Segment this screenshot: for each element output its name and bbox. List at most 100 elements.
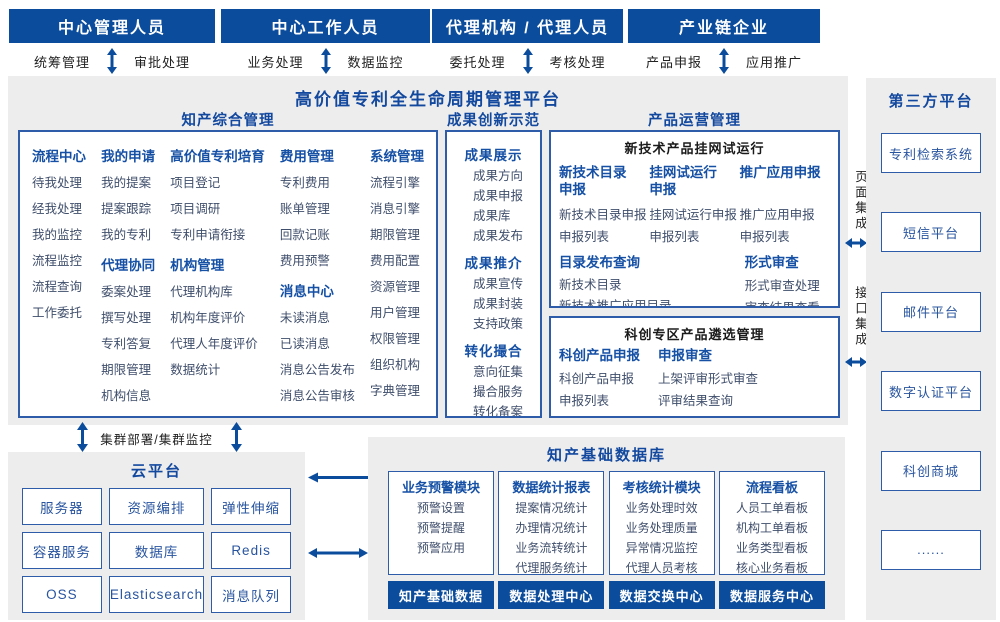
ops-column: 申报审查 上架评审形式审查评审结果查询 bbox=[658, 347, 758, 416]
menu-item: 委案处理 bbox=[101, 285, 152, 299]
menu-item: 待我处理 bbox=[32, 176, 83, 190]
module-item: 业务处理质量 bbox=[625, 521, 698, 535]
data-center-bar: 数据交换中心 bbox=[608, 581, 715, 609]
role-functions: 委托处理 考核处理 bbox=[432, 46, 623, 76]
api-integration-label: 接口集成 bbox=[853, 286, 867, 348]
ip-management-box: 流程中心 待我处理经我处理我的监控流程监控流程查询工作委托 我的申请 我的提案提… bbox=[18, 130, 438, 418]
menu-item: 申报列表 bbox=[559, 394, 610, 408]
module-item: 核心业务看板 bbox=[735, 561, 808, 575]
menu-item: 我的提案 bbox=[101, 176, 152, 190]
menu-item: 成果申报 bbox=[473, 189, 524, 203]
group-header: 代理协同 bbox=[101, 258, 156, 273]
group-header: 转化撮合 bbox=[464, 344, 523, 359]
menu-item: 上架评审形式审查 bbox=[658, 372, 759, 386]
module-item: 提案情况统计 bbox=[515, 501, 588, 515]
menu-item: 费用预警 bbox=[279, 254, 330, 268]
menu-item: 审查结果查看 bbox=[744, 301, 820, 308]
achievement-group-promotion: 成果推介 成果宣传成果封装支持政策 bbox=[447, 252, 540, 332]
menu-item: 科创产品申报 bbox=[559, 372, 635, 386]
menu-item: 期限管理 bbox=[101, 363, 152, 377]
cloud-service-box: Elasticsearch bbox=[108, 576, 205, 613]
group-header: 挂网试运行 申报 bbox=[649, 165, 717, 197]
ops-column: 推广应用申报 推广应用申报申报列表 bbox=[740, 164, 830, 252]
formal-review-group: 形式审查 形式审查处理审查结果查看 bbox=[744, 254, 830, 308]
menu-item: 组织机构 bbox=[369, 358, 420, 372]
menu-item: 转化备案 bbox=[473, 405, 524, 418]
group-header: 申报审查 bbox=[658, 348, 712, 363]
ops-column: 挂网试运行 申报 挂网试运行申报申报列表 bbox=[649, 164, 739, 252]
vertical-double-arrow-icon bbox=[76, 422, 89, 452]
vertical-double-arrow-icon bbox=[230, 422, 243, 452]
module-item: 预警应用 bbox=[416, 541, 465, 555]
ip-database-panel: 知产基础数据库 业务预警模块 预警设置预警提醒预警应用 数据统计报表 提案情况统… bbox=[368, 437, 845, 620]
ops-column: 新技术目录 申报 新技术目录申报申报列表 bbox=[559, 164, 649, 252]
panel-title: 知产基础数据库 bbox=[546, 447, 666, 464]
menu-item: 工作委托 bbox=[32, 306, 83, 320]
vertical-double-arrow-icon bbox=[522, 48, 534, 74]
vertical-double-arrow-icon bbox=[106, 48, 118, 74]
cluster-label: 集群部署/集群监控 bbox=[100, 433, 213, 447]
group-header: 机构管理 bbox=[170, 258, 225, 273]
new-tech-columns: 新技术目录 申报 新技术目录申报申报列表 挂网试运行 申报 挂网试运行申报申报列… bbox=[551, 157, 838, 252]
menu-item: 支持政策 bbox=[473, 317, 524, 331]
menu-item: 申报列表 bbox=[649, 230, 700, 244]
menu-item: 消息公告发布 bbox=[279, 363, 355, 377]
module-item: 机构工单看板 bbox=[735, 521, 808, 535]
menu-item: 流程监控 bbox=[32, 254, 83, 268]
module-item: 办理情况统计 bbox=[515, 521, 588, 535]
third-party-system-box: 科创商城 bbox=[881, 450, 981, 491]
role-functions: 业务处理 数据监控 bbox=[221, 46, 430, 76]
menu-item: 流程引擎 bbox=[369, 176, 420, 190]
box-title: 新技术产品挂网试运行 bbox=[624, 141, 765, 156]
menu-item: 专利答复 bbox=[101, 337, 152, 351]
menu-item: 字典管理 bbox=[369, 384, 420, 398]
module-item: 业务流转统计 bbox=[515, 541, 588, 555]
panel-title: 第三方平台 bbox=[888, 93, 974, 110]
role-title: 代理机构 / 代理人员 bbox=[445, 20, 610, 37]
group-header: 我的申请 bbox=[101, 149, 156, 164]
panel-title: 云平台 bbox=[130, 463, 182, 480]
menu-item: 新技术目录申报 bbox=[559, 208, 647, 222]
cloud-service-box: 资源编排 bbox=[108, 488, 205, 525]
menu-item: 成果封装 bbox=[473, 297, 524, 311]
section-title-ip-management: 知产综合管理 bbox=[181, 113, 275, 129]
cloud-service-box: Redis bbox=[211, 532, 291, 569]
role-functions: 统筹管理 审批处理 bbox=[9, 46, 215, 76]
module-item: 代理服务统计 bbox=[515, 561, 588, 575]
section-title-product-ops: 产品运营管理 bbox=[648, 113, 741, 129]
group-header: 新技术目录 申报 bbox=[559, 165, 627, 197]
menu-item: 账单管理 bbox=[279, 202, 330, 216]
menu-item: 撮合服务 bbox=[473, 385, 524, 399]
third-party-system-box: 数字认证平台 bbox=[881, 371, 981, 412]
cloud-service-box: 消息队列 bbox=[211, 576, 291, 613]
ip-column-process-center: 流程中心 待我处理经我处理我的监控流程监控流程查询工作委托 bbox=[32, 136, 86, 412]
data-center-bar: 数据处理中心 bbox=[498, 581, 605, 609]
menu-item: 专利费用 bbox=[279, 176, 330, 190]
module-item: 业务类型看板 bbox=[735, 541, 808, 555]
ops-column: 科创产品申报 科创产品申报申报列表 bbox=[559, 347, 658, 416]
module-item: 预警设置 bbox=[416, 501, 465, 515]
third-party-system-box: 短信平台 bbox=[881, 212, 981, 253]
menu-item: 评审结果查询 bbox=[658, 394, 734, 408]
horizontal-double-arrow-icon bbox=[845, 356, 867, 368]
group-header: 成果推介 bbox=[464, 256, 523, 271]
menu-item: 消息公告审核 bbox=[279, 389, 355, 403]
catalog-review-row: 目录发布查询 新技术目录新技术推广应用目录新技术（产品）挂网试运行计划 形式审查… bbox=[551, 252, 838, 308]
database-modules: 业务预警模块 预警设置预警提醒预警应用 数据统计报表 提案情况统计办理情况统计业… bbox=[388, 471, 825, 575]
section-title-achievement: 成果创新示范 bbox=[447, 113, 540, 129]
third-party-system-box: 邮件平台 bbox=[881, 291, 981, 332]
menu-item: 申报列表 bbox=[739, 230, 790, 244]
module-header: 业务预警模块 bbox=[401, 480, 480, 495]
cloud-service-box: 容器服务 bbox=[22, 532, 102, 569]
group-header: 形式审查 bbox=[744, 255, 799, 270]
menu-item: 资源管理 bbox=[369, 280, 420, 294]
module-item: 异常情况监控 bbox=[625, 541, 698, 555]
menu-item: 新技术推广应用目录 bbox=[559, 299, 672, 308]
menu-item: 代理机构库 bbox=[170, 285, 233, 299]
role-function-label: 产品申报 bbox=[645, 54, 702, 70]
left-arrow-icon bbox=[308, 472, 368, 483]
ip-column-patent-cultivation: 高价值专利培育 项目登记项目调研专利申请衔接 机构管理 代理机构库机构年度评价代… bbox=[170, 136, 265, 412]
group-header: 流程中心 bbox=[32, 149, 86, 164]
